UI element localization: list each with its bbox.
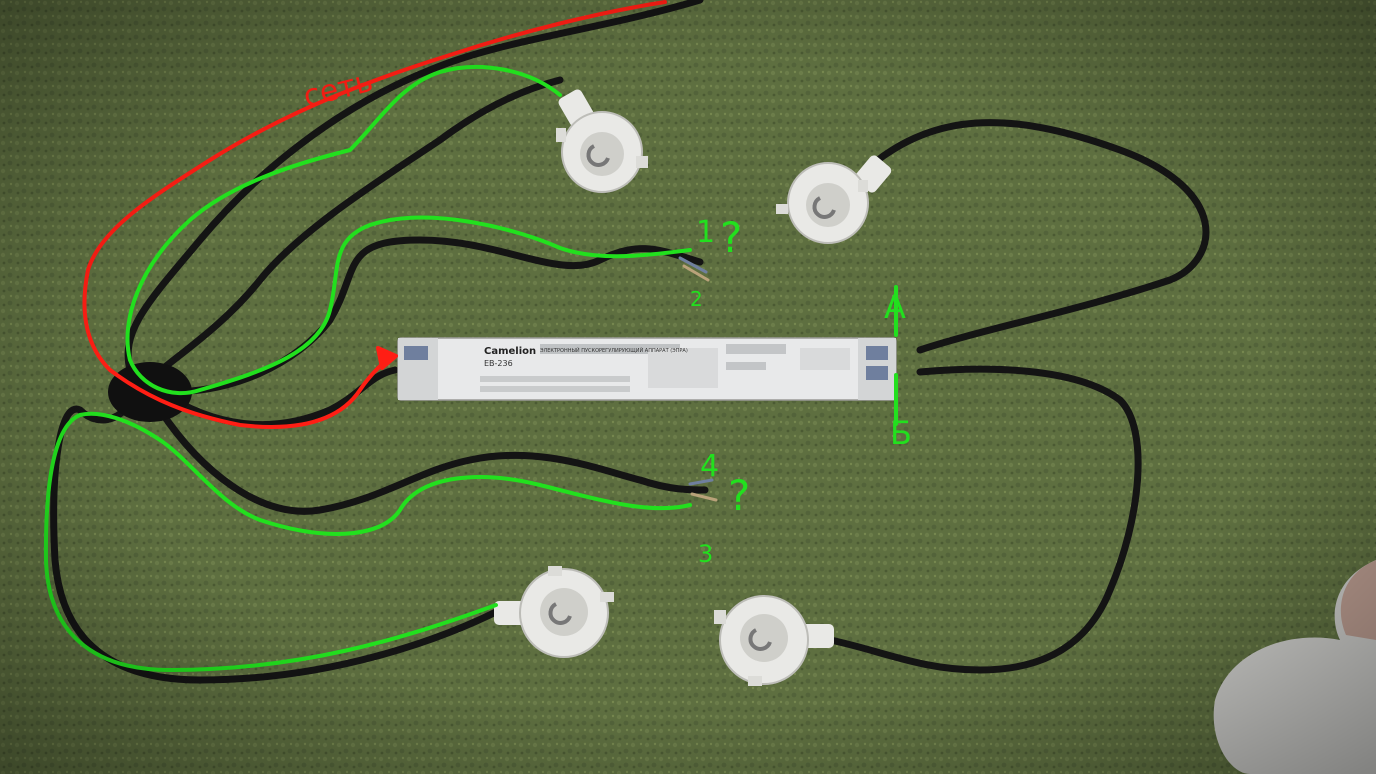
terminal-label-1: 1: [696, 215, 715, 250]
ballast-model: EB-236: [484, 359, 513, 368]
ballast-description: ЭЛЕКТРОННЫЙ ПУСКОРЕГУЛИРУЮЩИЙ АППАРАТ (Э…: [540, 347, 688, 354]
question-mark-bottom: ?: [728, 471, 750, 520]
terminal-label-a: A: [884, 288, 906, 326]
terminal-label-b: Б: [890, 414, 912, 452]
terminal-label-3: 3: [698, 540, 713, 568]
terminal-label-4: 4: [700, 449, 719, 484]
terminal-label-2: 2: [690, 287, 703, 311]
question-mark-top: ?: [720, 213, 742, 262]
ballast-brand: Camelion: [484, 346, 536, 357]
